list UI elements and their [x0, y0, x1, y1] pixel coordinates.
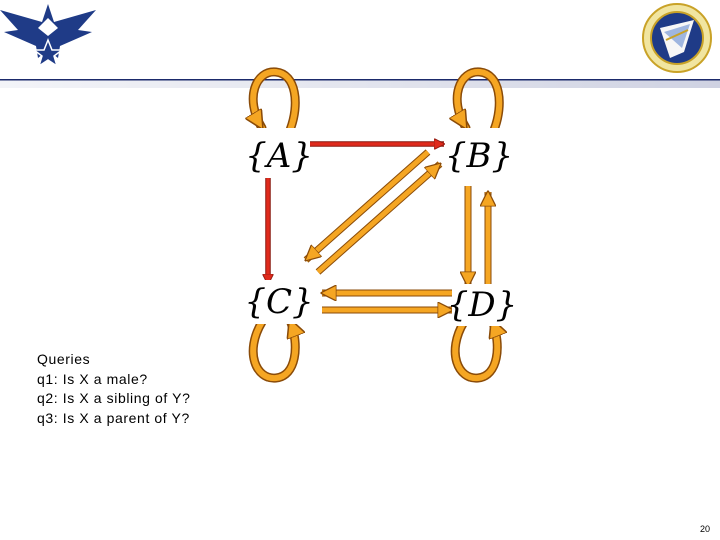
page-number: 20	[699, 524, 710, 534]
queries-heading: Queries	[37, 351, 91, 367]
header-stripe-light	[0, 79, 720, 88]
node-d: {D}	[447, 285, 518, 325]
node-c: {C}	[244, 282, 313, 322]
node-b: {B}	[445, 136, 513, 176]
node-a: {A}	[245, 136, 313, 176]
header-stripe-line	[0, 79, 720, 81]
afrl-shield-emblem	[642, 3, 712, 73]
query-item: q1: Is X a male?	[37, 370, 148, 387]
air-force-wings-logo	[0, 0, 100, 78]
query-item: q3: Is X a parent of Y?	[37, 409, 190, 426]
query-item: q2: Is X a sibling of Y?	[37, 390, 191, 406]
header-band	[0, 0, 720, 88]
queries-block: Queries q1: Is X a male? q2: Is X a sibl…	[37, 350, 190, 428]
